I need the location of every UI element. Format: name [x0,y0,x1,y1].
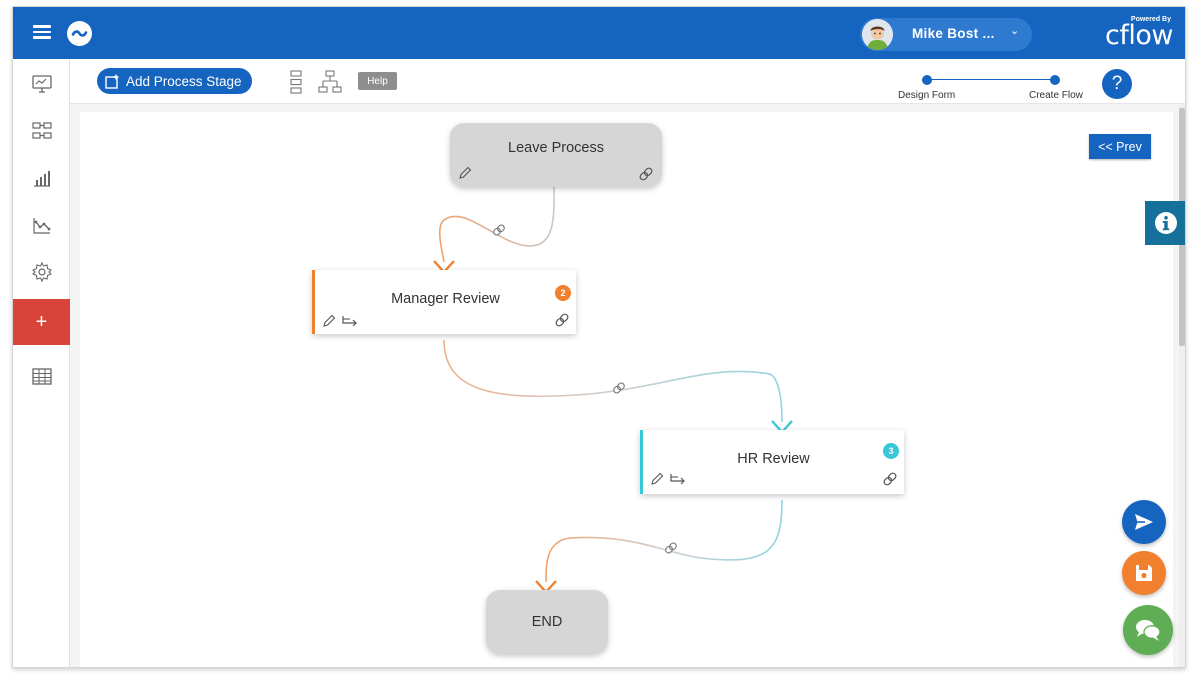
sidebar-item-analytics[interactable] [13,202,70,248]
floppy-disk-icon [1136,565,1152,581]
tree-layout-icon[interactable] [318,70,342,99]
avatar [862,19,893,50]
app-logo-icon[interactable] [67,21,92,46]
app-window: Mike Bost ... ⌄ Powered By cflow + [12,6,1186,668]
send-button[interactable] [1122,500,1166,544]
route-arrow-icon[interactable] [669,472,687,486]
chat-button[interactable] [1123,605,1173,655]
sidebar-item-dashboard[interactable] [13,61,70,107]
info-icon [1155,212,1177,234]
step-label-design-form[interactable]: Design Form [898,90,956,101]
save-button[interactable] [1122,551,1166,595]
link-icon [613,382,625,394]
node-leave-process[interactable]: Leave Process [450,123,662,187]
help-circle-button[interactable]: ? [1102,69,1132,99]
bar-chart-icon [33,171,50,187]
chat-bubbles-icon [1136,620,1161,641]
line-chart-icon [32,218,50,234]
link-icon [665,542,677,554]
toolbar: Add Process Stage Help Design Form Creat… [70,59,1185,104]
user-name: Mike Bost ... [912,26,995,41]
sidebar-item-add[interactable]: + [13,299,70,345]
route-arrow-icon[interactable] [341,314,359,328]
brand-logo: cflow [1105,20,1173,51]
node-title: HR Review [737,451,810,467]
vertical-layout-icon[interactable] [290,70,302,99]
prev-button[interactable]: << Prev [1089,134,1151,159]
send-icon [1135,514,1153,530]
link-icon[interactable] [882,471,898,487]
stepper-line [927,79,1055,80]
settings-icon [31,261,52,283]
stage-number-badge: 3 [883,443,899,459]
link-icon[interactable] [554,312,570,328]
connector-hr-to-end [545,499,783,583]
add-process-stage-button[interactable]: Add Process Stage [97,68,252,94]
user-menu[interactable]: Mike Bost ... ⌄ [860,18,1032,51]
edit-pencil-icon[interactable] [650,472,664,486]
scrollbar-track[interactable] [1179,104,1185,667]
sidebar-item-settings[interactable] [13,249,70,295]
node-hr-review[interactable]: HR Review 3 [640,430,904,494]
connector-manager-to-hr [443,339,783,423]
hamburger-menu-icon[interactable] [33,25,51,39]
table-icon [31,368,52,385]
sidebar-item-reports[interactable] [13,155,70,201]
connector-leave-to-manager [438,185,555,263]
help-button[interactable]: Help [358,72,397,90]
top-bar: Mike Bost ... ⌄ Powered By cflow [13,7,1185,59]
link-icon[interactable] [638,166,654,182]
chevron-down-icon: ⌄ [1010,25,1020,37]
stage-number-badge: 2 [555,285,571,301]
node-title: Manager Review [391,291,500,307]
node-title: Leave Process [508,140,604,156]
sidebar: + [13,59,70,667]
link-icon [493,224,505,236]
flow-connectors [433,185,793,594]
powered-by-label: Powered By [1130,16,1171,23]
workflow-icon [31,122,52,139]
node-title: END [531,614,563,630]
step-dot-design-form[interactable] [922,75,932,85]
info-panel-toggle[interactable] [1145,201,1185,245]
edit-pencil-icon[interactable] [322,314,336,328]
node-end[interactable]: END [486,590,608,654]
flow-canvas: Leave Process Manager Review 2 HR Review… [70,104,1185,667]
sidebar-item-table[interactable] [13,354,70,400]
plus-icon: + [35,310,48,333]
edit-pencil-icon[interactable] [458,166,472,180]
node-manager-review[interactable]: Manager Review 2 [312,270,576,334]
monitor-icon [31,75,52,93]
step-label-create-flow[interactable]: Create Flow [1029,90,1083,101]
add-process-stage-label: Add Process Stage [126,73,242,89]
add-stage-icon [105,74,119,89]
sidebar-item-workflows[interactable] [13,108,70,154]
step-dot-create-flow[interactable] [1050,75,1060,85]
